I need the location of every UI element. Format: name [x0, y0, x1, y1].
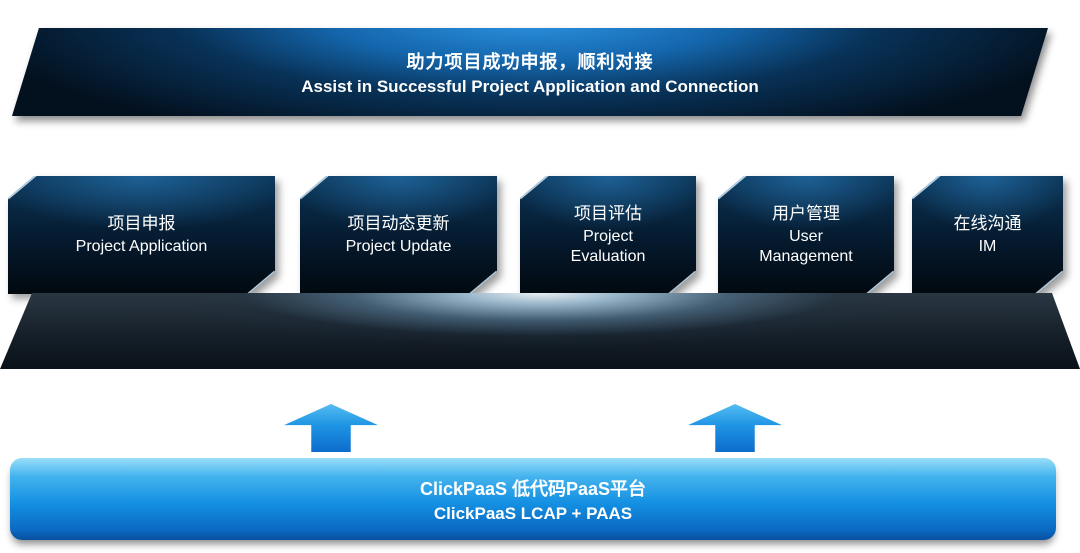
banner-title-en: Assist in Successful Project Application… [301, 76, 759, 96]
corner-highlight [520, 175, 549, 200]
corner-highlight [300, 175, 329, 200]
module-box-shape: 项目申报 Project Application [8, 176, 275, 294]
module-box-shape: 在线沟通 IM [912, 176, 1063, 294]
corner-highlight [1035, 271, 1064, 296]
corner-highlight [247, 271, 276, 296]
up-arrow-left [284, 404, 378, 452]
module-title-zh: 用户管理 [772, 203, 840, 223]
platform-bar-line1: ClickPaaS 低代码PaaS平台 [419, 478, 647, 499]
module-title-en: Project Evaluation [570, 228, 646, 266]
module-title-zh: 在线沟通 [953, 213, 1022, 233]
corner-highlight [668, 271, 697, 296]
module-title-zh: 项目申报 [107, 213, 176, 233]
module-title-en: Project Application [75, 238, 208, 256]
up-arrow-right [688, 404, 782, 452]
header-banner: 助力项目成功申报，顺利对接 Assist in Successful Proje… [12, 28, 1048, 116]
platform-bar-line2: ClickPaaS LCAP + PAAS [433, 503, 633, 523]
module-title-en: Project Update [345, 238, 452, 256]
module-box-im: 在线沟通 IM [912, 176, 1063, 294]
module-box-user-management: 用户管理 User Management [718, 176, 894, 294]
module-box-shape: 项目动态更新 Project Update [300, 176, 497, 294]
module-box-project-update: 项目动态更新 Project Update [300, 176, 497, 294]
module-box-shape: 用户管理 User Management [718, 176, 894, 294]
module-title-en: User Management [759, 228, 853, 266]
header-banner-shape: 助力项目成功申报，顺利对接 Assist in Successful Proje… [12, 28, 1048, 116]
module-title-en: IM [978, 238, 997, 256]
module-title-zh: 项目动态更新 [347, 213, 450, 233]
corner-highlight [8, 175, 37, 200]
module-box-project-evaluation: 项目评估 Project Evaluation [520, 176, 696, 294]
perspective-platform [0, 293, 1080, 369]
module-box-project-application: 项目申报 Project Application [8, 176, 275, 294]
corner-highlight [866, 271, 895, 296]
module-title-zh: 项目评估 [574, 203, 642, 223]
corner-highlight [718, 175, 747, 200]
banner-title-zh: 助力项目成功申报，顺利对接 [406, 51, 654, 72]
clickpaas-platform-bar: ClickPaaS 低代码PaaS平台 ClickPaaS LCAP + PAA… [10, 458, 1056, 540]
module-box-shape: 项目评估 Project Evaluation [520, 176, 696, 294]
corner-highlight [912, 175, 941, 200]
corner-highlight [469, 271, 498, 296]
